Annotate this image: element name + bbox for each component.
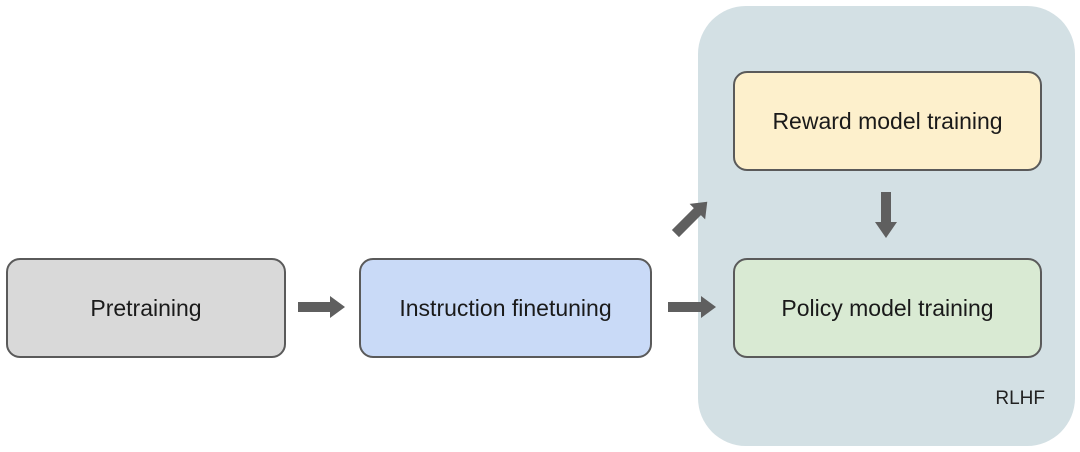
rlhf-group-label: RLHF — [995, 388, 1045, 409]
arrow-pretraining-to-instruction-shape — [298, 296, 345, 318]
policy-model-training-node: Policy model training — [733, 258, 1042, 358]
reward-model-training-node: Reward model training — [733, 71, 1042, 171]
reward-model-training-node-label: Reward model training — [772, 107, 1003, 134]
instruction-finetuning-node: Instruction finetuning — [359, 258, 652, 358]
policy-model-training-node-label: Policy model training — [781, 294, 994, 321]
pretraining-node: Pretraining — [6, 258, 286, 358]
arrow-pretraining-to-instruction — [298, 296, 345, 318]
pretraining-node-label: Pretraining — [90, 294, 202, 321]
instruction-finetuning-node-label: Instruction finetuning — [399, 294, 612, 321]
